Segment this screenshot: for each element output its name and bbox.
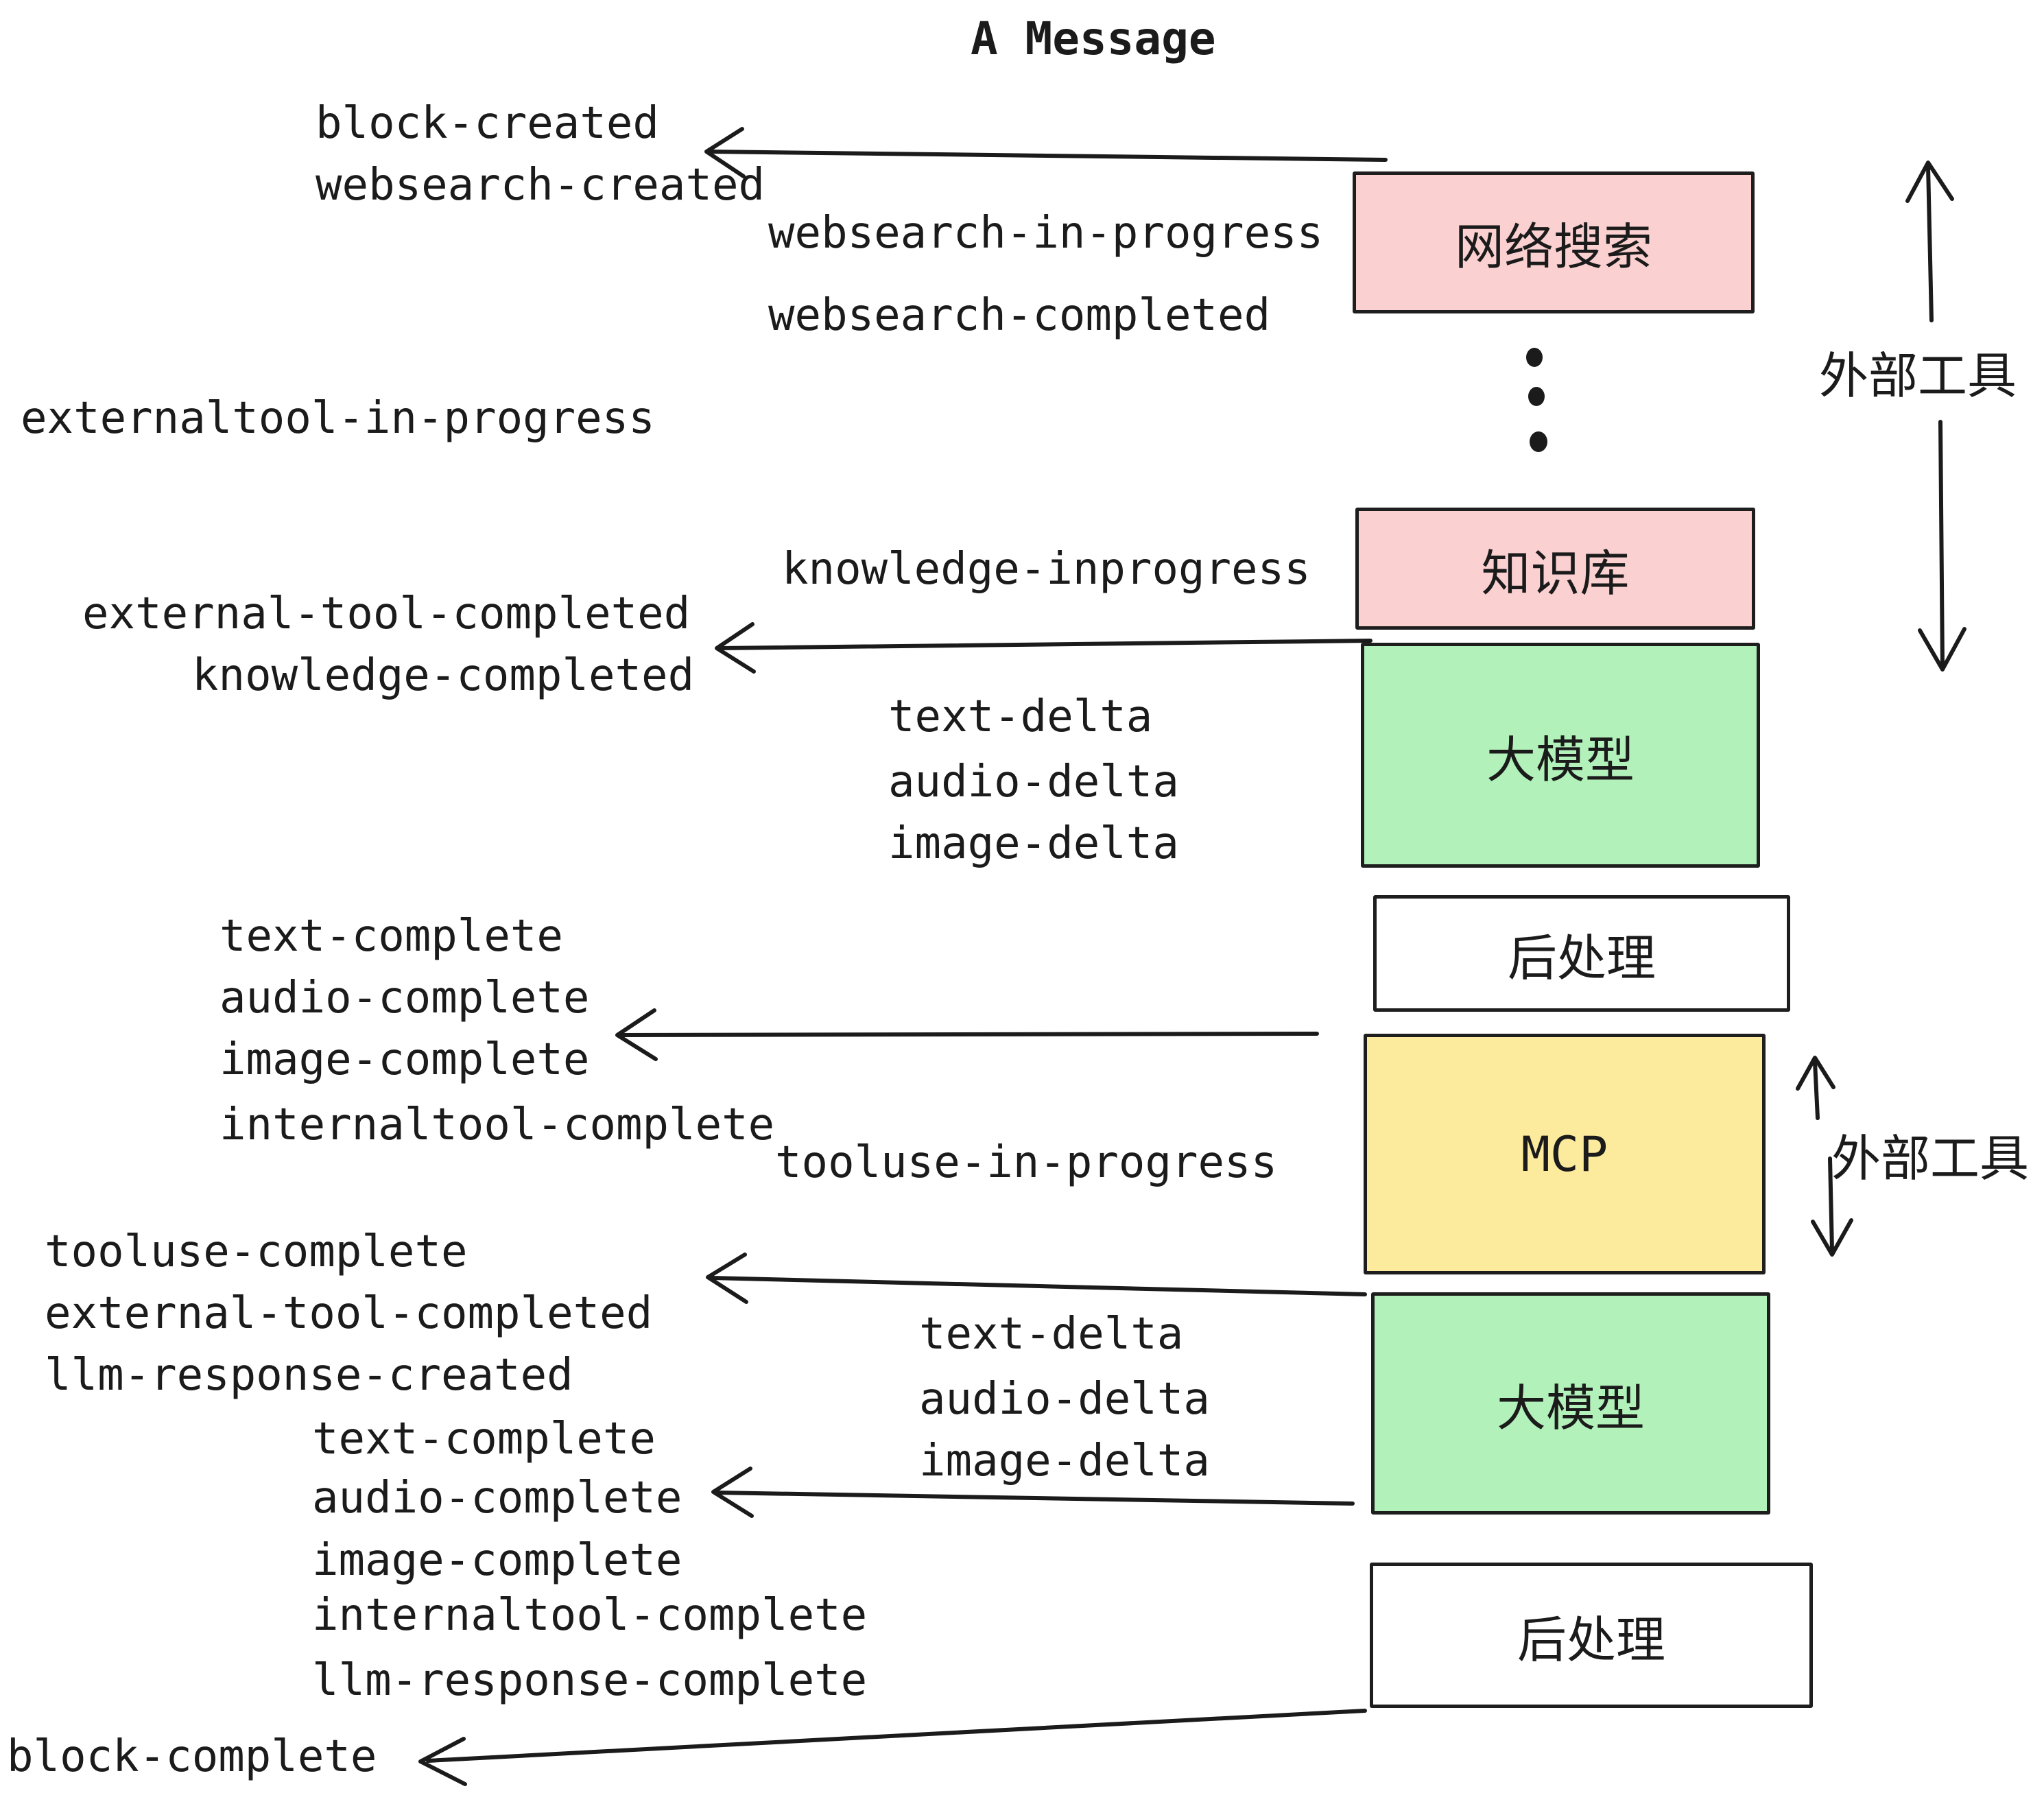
external-tools-arrow-down-1 (1918, 420, 1966, 672)
event-label-text-delta-2: text-delta (919, 1309, 1184, 1360)
external-tools-arrow-down-2 (1811, 1156, 1853, 1257)
diagram-title: A Message (971, 12, 1216, 65)
event-label-text-complete-2: text-complete (312, 1414, 656, 1464)
node-mcp-label: MCP (1521, 1126, 1608, 1183)
event-label-internaltool-complete-2: internaltool-complete (312, 1590, 868, 1641)
event-label-knowledge-completed: knowledge-completed (192, 650, 695, 701)
node-websearch-label: 网络搜索 (1454, 220, 1652, 275)
event-label-external-tool-completed-1: external-tool-completed (82, 589, 691, 639)
event-label-llm-response-created: llm-response-created (45, 1350, 573, 1401)
node-llm-2-label: 大模型 (1496, 1381, 1645, 1436)
node-postprocess-2-label: 后处理 (1517, 1613, 1665, 1668)
event-label-audio-delta-1: audio-delta (888, 757, 1179, 807)
event-label-text-complete-1: text-complete (219, 911, 563, 962)
external-tools-arrow-up-2 (1796, 1056, 1835, 1120)
external-tools-arrow-up-1 (1905, 161, 1954, 322)
event-label-audio-delta-2: audio-delta (919, 1374, 1210, 1425)
event-label-llm-response-complete: llm-response-complete (312, 1655, 868, 1706)
event-label-text-delta-1: text-delta (888, 691, 1153, 742)
event-label-image-complete-1: image-complete (219, 1034, 590, 1085)
node-mcp: MCP (1364, 1034, 1766, 1274)
node-llm-1: 大模型 (1361, 643, 1760, 868)
vertical-ellipsis (1526, 348, 1547, 452)
event-label-websearch-completed: websearch-completed (768, 290, 1271, 341)
node-postprocess-1: 后处理 (1373, 895, 1790, 1012)
node-postprocess-2: 后处理 (1370, 1563, 1813, 1708)
external-tools-label-1: 外部工具 (1819, 349, 2017, 404)
event-label-tooluse-complete: tooluse-complete (45, 1226, 468, 1277)
event-label-knowledge-inprogress: knowledge-inprogress (782, 544, 1311, 595)
event-label-audio-complete-2: audio-complete (312, 1473, 682, 1523)
node-knowledge-base-label: 知识库 (1481, 546, 1630, 602)
node-knowledge-base: 知识库 (1355, 508, 1755, 630)
node-llm-1-label: 大模型 (1486, 733, 1635, 788)
event-label-audio-complete-1: audio-complete (219, 973, 590, 1023)
event-label-image-complete-2: image-complete (312, 1535, 682, 1586)
node-postprocess-1-label: 后处理 (1507, 931, 1656, 986)
arrow-block-complete (418, 1709, 1367, 1786)
event-label-websearch-in-progress: websearch-in-progress (768, 208, 1324, 259)
arrow-internal-complete-1 (615, 1008, 1319, 1061)
node-websearch: 网络搜索 (1353, 171, 1755, 313)
arrow-block-created (704, 127, 1388, 178)
external-tools-label-2: 外部工具 (1831, 1132, 2030, 1187)
event-label-block-created: block-created (316, 98, 659, 149)
event-label-image-delta-1: image-delta (888, 818, 1179, 869)
arrow-internal-complete-2 (711, 1467, 1355, 1518)
event-label-websearch-created: websearch-created (316, 160, 765, 211)
node-llm-2: 大模型 (1371, 1292, 1770, 1515)
event-label-block-complete: block-complete (7, 1731, 377, 1782)
event-label-image-delta-2: image-delta (919, 1436, 1210, 1486)
event-label-externaltool-in-progress: externaltool-in-progress (21, 393, 655, 444)
arrow-tooluse-complete (706, 1253, 1367, 1304)
event-label-tooluse-in-progress: tooluse-in-progress (775, 1137, 1278, 1188)
event-label-external-tool-completed-2: external-tool-completed (45, 1288, 653, 1339)
arrow-knowledge-completed (715, 622, 1372, 674)
event-label-internaltool-complete-1: internaltool-complete (219, 1100, 775, 1150)
